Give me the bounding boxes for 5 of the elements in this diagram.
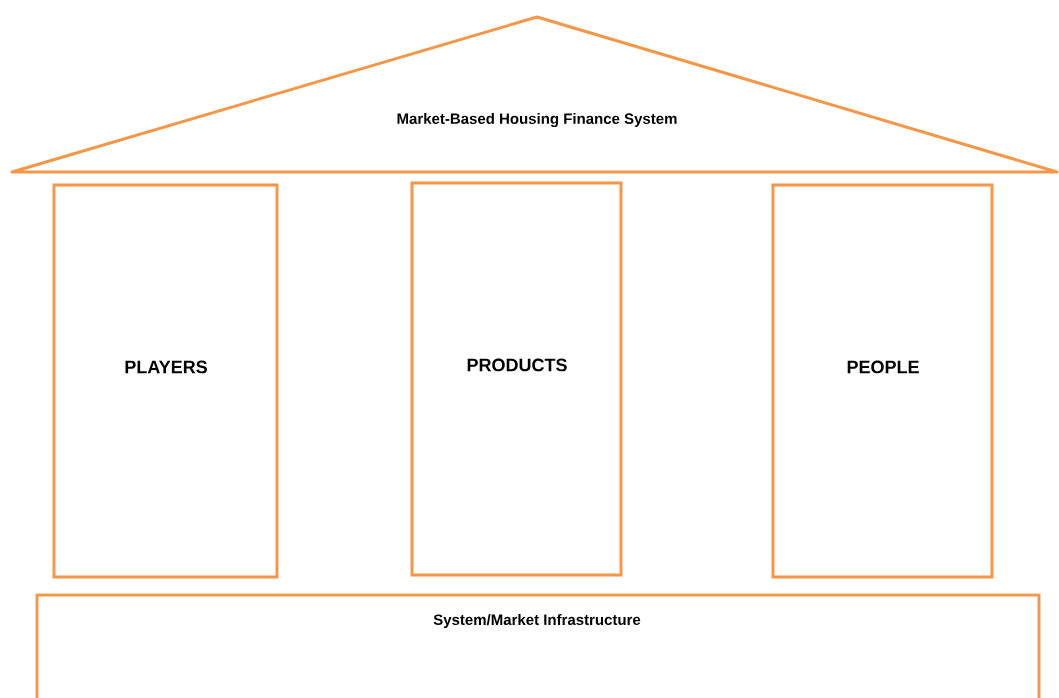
foundation-box: System/Market Infrastructure xyxy=(35,593,1041,698)
roof-triangle: Market-Based Housing Finance System xyxy=(10,15,1059,174)
pillar-box: PRODUCTS xyxy=(410,181,623,577)
pillar-box: PEOPLE xyxy=(771,183,994,579)
pillar-box: PLAYERS xyxy=(52,183,279,579)
